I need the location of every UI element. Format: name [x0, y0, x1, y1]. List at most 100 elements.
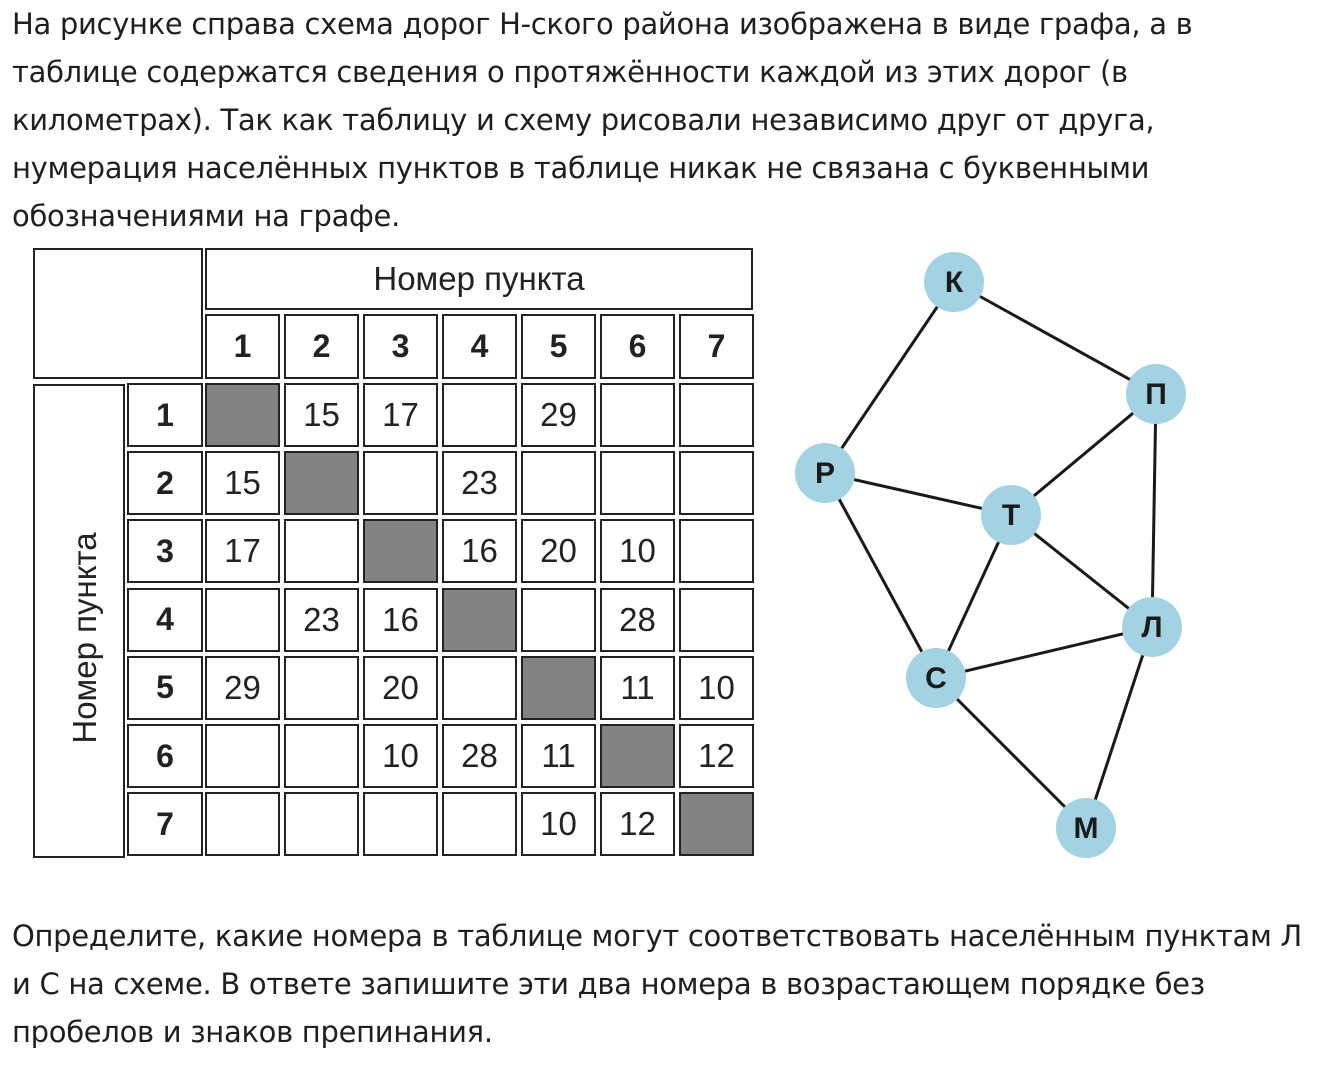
graph-node-K: К [924, 252, 984, 312]
graph-edge-K-R [823, 281, 956, 474]
graph-edge-L-M [1084, 626, 1154, 829]
diagonal-cell [442, 587, 517, 652]
graph-edge-P-T [1010, 392, 1157, 517]
graph-node-circle [1126, 364, 1186, 424]
column-header: 7 [679, 314, 754, 379]
graph-edge-R-T [824, 471, 1012, 517]
table-cell [284, 655, 359, 720]
column-header: 6 [600, 314, 675, 379]
table-cell: 23 [284, 587, 359, 652]
table-cell: 11 [521, 724, 596, 788]
table-cell: 10 [363, 724, 438, 788]
intro-paragraph: На рисунке справа схема дорог Н-ского ра… [12, 7, 1193, 233]
table-cell: 16 [442, 519, 517, 584]
table-cell [284, 519, 359, 584]
graph-node-label: С [925, 662, 947, 695]
diagonal-cell [284, 451, 359, 516]
table-cell [521, 451, 596, 516]
row-header: 4 [127, 587, 203, 652]
table-cell: 23 [442, 451, 517, 516]
row-header: 2 [127, 451, 203, 516]
row-header: 3 [127, 519, 203, 584]
diagonal-cell [205, 383, 280, 447]
graph-node-M: М [1056, 798, 1116, 858]
graph-edge-S-M [934, 676, 1088, 830]
column-header: 1 [205, 314, 280, 379]
table-cell [521, 587, 596, 652]
graph-node-L: Л [1122, 597, 1182, 657]
graph-node-label: Л [1141, 611, 1162, 644]
table-cell [205, 724, 280, 788]
diagonal-cell [521, 655, 596, 720]
graph-node-circle [906, 648, 966, 708]
row-header: 7 [127, 792, 203, 857]
graph-edges [823, 280, 1158, 830]
table-cell [205, 792, 280, 857]
table-cell: 11 [600, 655, 675, 720]
table-cell: 15 [284, 383, 359, 447]
table-cell [600, 451, 675, 516]
graph-edge-T-L [1010, 513, 1153, 629]
graph-node-S: С [906, 648, 966, 708]
graph-node-T: Т [981, 485, 1041, 545]
road-graph: К П Р Т Л С М [795, 252, 1186, 858]
table-cell [679, 383, 754, 447]
table-cell: 20 [363, 655, 438, 720]
table-cell [363, 792, 438, 857]
graph-node-circle [795, 443, 855, 503]
graph-node-label: Т [1002, 499, 1020, 532]
row-title-box: Номер пункта [33, 384, 125, 858]
row-header: 6 [127, 724, 203, 788]
graph-node-circle [1056, 798, 1116, 858]
graph-node-label: М [1074, 812, 1099, 845]
table-cell [284, 792, 359, 857]
column-header: 3 [363, 314, 438, 379]
table-cell [679, 451, 754, 516]
graph-node-label: Р [815, 457, 835, 490]
table-cell [442, 655, 517, 720]
column-header: 4 [442, 314, 517, 379]
table-cell: 28 [600, 587, 675, 652]
table-cell: 10 [600, 519, 675, 584]
table-cell: 10 [521, 792, 596, 857]
row-title: Номер пункта [66, 532, 103, 744]
row-header: 5 [127, 655, 203, 720]
graph-node-P: П [1126, 364, 1186, 424]
graph-edge-S-L [935, 625, 1153, 680]
table-cell: 10 [679, 655, 754, 720]
diagonal-cell [600, 724, 675, 788]
table-cell: 12 [679, 724, 754, 788]
graph-node-R: Р [795, 443, 855, 503]
diagonal-cell [679, 792, 754, 857]
column-header: 5 [521, 314, 596, 379]
graph-edge-R-S [823, 472, 938, 679]
table-cell [205, 587, 280, 652]
table-cell [679, 587, 754, 652]
column-title-box: Номер пункта [205, 248, 753, 310]
table-cell: 16 [363, 587, 438, 652]
table-cell: 17 [205, 519, 280, 584]
table-cell [363, 451, 438, 516]
column-header: 2 [284, 314, 359, 379]
table-corner-box [33, 248, 203, 379]
graph-edge-K-P [953, 280, 1157, 396]
graph-node-label: К [945, 266, 964, 299]
table-cell: 28 [442, 724, 517, 788]
diagonal-cell [363, 519, 438, 584]
graph-node-circle [1122, 597, 1182, 657]
table-cell: 29 [205, 655, 280, 720]
table-cell: 17 [363, 383, 438, 447]
graph-edge-P-L [1150, 393, 1158, 628]
row-header: 1 [127, 383, 203, 447]
graph-node-circle [981, 485, 1041, 545]
table-cell [284, 724, 359, 788]
table-cell [442, 383, 517, 447]
column-title: Номер пункта [373, 260, 585, 297]
graph-node-circle [924, 252, 984, 312]
table-cell: 15 [205, 451, 280, 516]
table-cell [679, 519, 754, 584]
table-cell: 20 [521, 519, 596, 584]
question-paragraph: Определите, какие номера в таблице могут… [12, 919, 1302, 1049]
table-cell [442, 792, 517, 857]
